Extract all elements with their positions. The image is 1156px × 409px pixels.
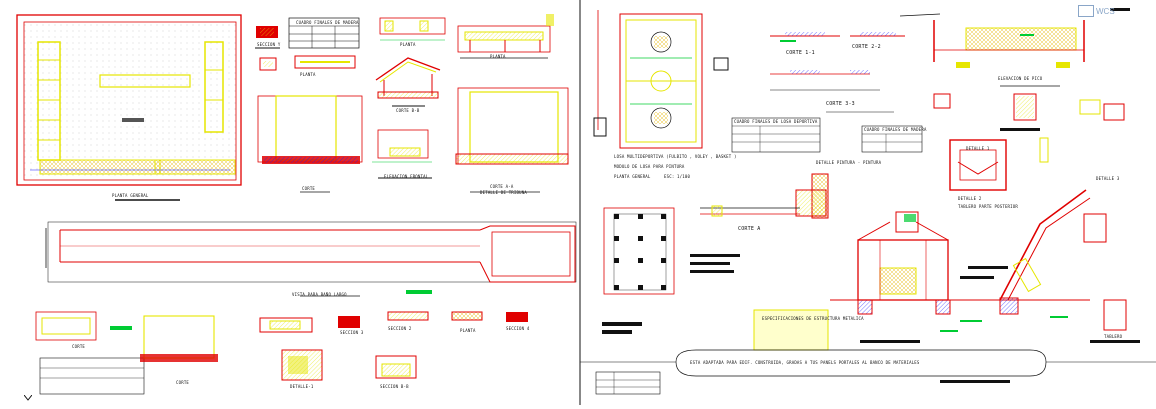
label-corte-a-a: CORTE A-A bbox=[490, 184, 514, 189]
label-corte-b-b: CORTE B-B bbox=[396, 108, 420, 113]
label-detalle-tablero: TABLERO bbox=[1104, 334, 1123, 339]
label-especificaciones: ESPECIFICACIONES DE ESTRUCTURA METALICA bbox=[762, 316, 864, 321]
label-nota: ESTA ADAPTADA PARA EDIF. CONSTRUIDA, GRA… bbox=[690, 360, 920, 365]
tablero-drawing bbox=[949, 137, 1049, 191]
seccion-y-drawing bbox=[255, 17, 360, 71]
bottom-details-left bbox=[35, 311, 528, 395]
brazo-diagonal-drawing bbox=[999, 189, 1127, 331]
cortes-drawing bbox=[770, 32, 905, 113]
label-seccion-4: SECCION 4 bbox=[506, 326, 530, 331]
label-cuadro-madera-right: CUADRO FINALES DE MADERA bbox=[864, 127, 927, 132]
label-corte-3-3: CORTE 3-3 bbox=[826, 101, 855, 107]
label-cuadro-acabados-right: CUADRO FINALES DE LOSA DEPORTIVA bbox=[734, 119, 818, 124]
label-corte-b: CORTE bbox=[176, 380, 190, 385]
label-elevacion-frontal: ELEVACION FRONTAL bbox=[384, 174, 429, 179]
losa-multideportiva-drawing bbox=[593, 10, 729, 149]
label-corte-a-right: CORTE A bbox=[738, 226, 761, 232]
nota-curva bbox=[580, 349, 1156, 377]
label-seccion-3: SECCION 3 bbox=[340, 330, 364, 335]
right-sheet bbox=[580, 8, 1156, 395]
label-detalle-2: DETALLE 2 bbox=[958, 196, 982, 201]
label-planta-a: PLANTA bbox=[400, 42, 416, 47]
left-sheet bbox=[16, 14, 577, 395]
cuadros-tablas bbox=[731, 117, 923, 153]
corte-frame-drawing bbox=[257, 95, 363, 193]
label-corte-1-1: CORTE 1-1 bbox=[786, 50, 815, 56]
label-planta-c: PLANTA bbox=[490, 54, 506, 59]
label-corte-a: CORTE bbox=[302, 186, 316, 191]
label-seccion-b-b: SECCION B-B bbox=[380, 384, 409, 389]
detalles-superiores bbox=[933, 93, 1125, 121]
detalle-pintura-drawing bbox=[700, 173, 829, 219]
label-seccion-2: SECCION 2 bbox=[388, 326, 412, 331]
label-planta-b: PLANTA bbox=[300, 72, 316, 77]
label-losa-multideportiva: LOSA MULTIDEPORTIVA (FULBITO , VOLEY , B… bbox=[614, 154, 737, 159]
label-corte-d: CORTE bbox=[72, 344, 86, 349]
corte-a-drawing bbox=[603, 207, 675, 295]
label-planta-d: PLANTA bbox=[460, 328, 476, 333]
elevacion-pico-drawing bbox=[899, 13, 1085, 87]
cotas-verdes bbox=[780, 34, 1068, 332]
elevacion-frontal-drawing bbox=[372, 129, 432, 179]
label-detalle-1: DETALLE-1 bbox=[290, 384, 314, 389]
planta-general-drawing bbox=[16, 14, 242, 201]
label-tablero: TABLERO PARTE POSTERIOR bbox=[958, 204, 1018, 209]
label-detalle-3: DETALLE 3 bbox=[1096, 176, 1120, 181]
label-detalle-pintura: DETALLE PINTURA - PINTURA bbox=[816, 160, 882, 165]
label-modulo: MODULO DE LOSA PARA PINTURA bbox=[614, 164, 685, 169]
estructura-basket-drawing bbox=[830, 211, 1090, 315]
tribuna-elevation-drawing bbox=[457, 14, 554, 59]
planta-small-drawing bbox=[294, 17, 446, 69]
chevron-down-icon[interactable] bbox=[24, 395, 32, 401]
cuadro-inferior bbox=[595, 322, 661, 395]
wcs-cube-icon[interactable] bbox=[1078, 5, 1094, 17]
notas-ilegibles bbox=[690, 8, 1140, 383]
especificaciones-box bbox=[753, 309, 829, 351]
label-escala: ESC: 1/100 bbox=[664, 174, 691, 179]
wcs-label[interactable]: WCS bbox=[1096, 7, 1115, 16]
detalle-tribuna-drawing bbox=[455, 87, 569, 193]
label-seccion-y: SECCION Y bbox=[257, 42, 281, 47]
vista-bano-largo-drawing bbox=[45, 221, 577, 297]
label-corte-2-2: CORTE 2-2 bbox=[852, 44, 881, 50]
label-planta-general: PLANTA GENERAL bbox=[112, 193, 149, 198]
label-detalle-1-right: DETALLE 1 bbox=[966, 146, 990, 151]
label-detalle-tribuna: DETALLE DE TRIBUNA bbox=[480, 190, 527, 195]
label-vista-lateral: VISTA PARA BAÑO LARGO bbox=[292, 292, 347, 297]
label-cuadro-acabados-left: CUADRO FINALES DE MADERA bbox=[296, 20, 359, 25]
label-planta-general-right: PLANTA GENERAL bbox=[614, 174, 651, 179]
corte-b-b-drawing bbox=[375, 57, 441, 107]
label-elevacion-pico: ELEVACION DE PICO bbox=[998, 76, 1043, 81]
